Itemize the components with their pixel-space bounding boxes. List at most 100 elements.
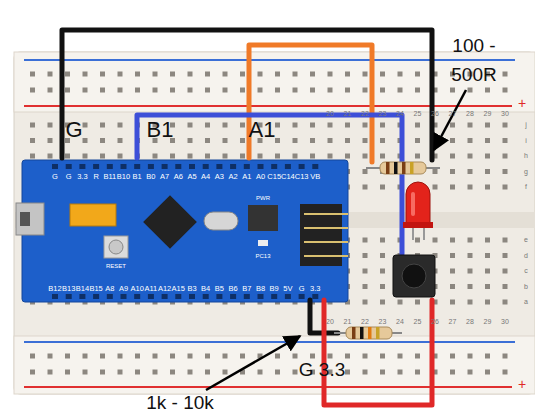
hole-grid	[30, 72, 508, 375]
signal-wire	[249, 45, 372, 162]
breadboard-hole	[205, 88, 210, 93]
pin-name: B6	[229, 285, 238, 293]
breadboard-hole	[468, 269, 473, 274]
breadboard-hole	[450, 123, 455, 128]
breadboard-hole	[433, 238, 438, 243]
pin-name: G	[299, 285, 305, 293]
pin-name: G	[66, 173, 72, 181]
pin-name: B8	[256, 285, 265, 293]
breadboard-hole	[153, 72, 158, 77]
resistor-band	[368, 327, 372, 339]
header-pin	[189, 294, 195, 299]
pin-name: C13	[295, 173, 309, 181]
breadboard-hole	[118, 154, 123, 159]
column-number: 27	[449, 318, 457, 326]
column-number: 21	[344, 110, 352, 118]
breadboard-hole	[170, 154, 175, 159]
breadboard-hole	[310, 138, 315, 143]
resistor-band	[394, 162, 398, 174]
breadboard-hole	[485, 138, 490, 143]
breadboard-hole	[310, 154, 315, 159]
breadboard-hole	[363, 154, 368, 159]
breadboard-hole	[153, 154, 158, 159]
breadboard-hole	[485, 238, 490, 243]
header-pin	[244, 164, 250, 169]
breadboard-hole	[503, 354, 508, 359]
pin-name: 5V	[283, 285, 292, 293]
header-pin	[52, 164, 58, 169]
breadboard-hole	[485, 284, 490, 289]
breadboard-hole	[363, 253, 368, 258]
breadboard-hole	[363, 123, 368, 128]
breadboard-hole	[450, 88, 455, 93]
breadboard-hole	[223, 354, 228, 359]
breadboard-hole	[503, 138, 508, 143]
breadboard-hole	[153, 88, 158, 93]
header-pin	[271, 294, 277, 299]
breadboard-hole	[310, 88, 315, 93]
breadboard-hole	[503, 300, 508, 305]
breadboard-hole	[503, 123, 508, 128]
breadboard-hole	[83, 354, 88, 359]
breadboard-hole	[188, 123, 193, 128]
header-pin	[285, 294, 291, 299]
breadboard-hole	[100, 138, 105, 143]
pin-name: A0	[256, 173, 265, 181]
breadboard-hole	[468, 88, 473, 93]
header-pin	[93, 294, 99, 299]
led-leg	[423, 226, 425, 240]
breadboard-hole	[328, 138, 333, 143]
breadboard-hole	[433, 185, 438, 190]
breadboard-hole	[328, 154, 333, 159]
breadboard-hole	[380, 185, 385, 190]
breadboard-hole	[503, 370, 508, 375]
column-number: 20	[326, 110, 334, 118]
breadboard-hole	[65, 154, 70, 159]
breadboard-hole	[240, 88, 245, 93]
breadboard-hole	[48, 370, 53, 375]
breadboard-hole	[205, 370, 210, 375]
breadboard-hole	[345, 123, 350, 128]
pin-name: B3	[187, 285, 196, 293]
breadboard-hole	[450, 253, 455, 258]
wire-label: G	[65, 118, 82, 142]
push-button	[393, 255, 435, 297]
breadboard-hole	[170, 72, 175, 77]
debug-pin	[304, 227, 348, 229]
voltage-regulator	[248, 205, 278, 231]
crystal	[204, 212, 238, 230]
debug-pins	[304, 214, 348, 256]
breadboard-hole	[380, 88, 385, 93]
breadboard-hole	[415, 370, 420, 375]
breadboard-hole	[398, 354, 403, 359]
breadboard-hole	[450, 154, 455, 159]
breadboard-hole	[223, 72, 228, 77]
breadboard-hole	[363, 300, 368, 305]
signal-wire	[137, 115, 402, 254]
breadboard-hole	[170, 88, 175, 93]
breadboard-hole	[83, 370, 88, 375]
row-letter: h	[524, 152, 528, 160]
pin-name: A4	[201, 173, 210, 181]
pin-name: A3	[215, 173, 224, 181]
column-number: 30	[501, 110, 509, 118]
leader-arrow	[206, 336, 300, 390]
breadboard-hole	[363, 138, 368, 143]
row-letter: g	[524, 168, 528, 176]
header-pin	[216, 164, 222, 169]
column-number: 24	[396, 318, 404, 326]
header-pin	[258, 294, 264, 299]
header-pin	[230, 294, 236, 299]
pin-name: A9	[119, 285, 128, 293]
row-letter: b	[524, 283, 528, 291]
breadboard-hole	[118, 354, 123, 359]
resistor-band	[360, 327, 364, 339]
led-leg	[412, 226, 414, 240]
breadboard-hole	[275, 123, 280, 128]
header-pin	[312, 164, 318, 169]
breadboard-hole	[380, 269, 385, 274]
breadboard-hole	[380, 284, 385, 289]
breadboard-hole	[485, 123, 490, 128]
breadboard-hole	[363, 370, 368, 375]
